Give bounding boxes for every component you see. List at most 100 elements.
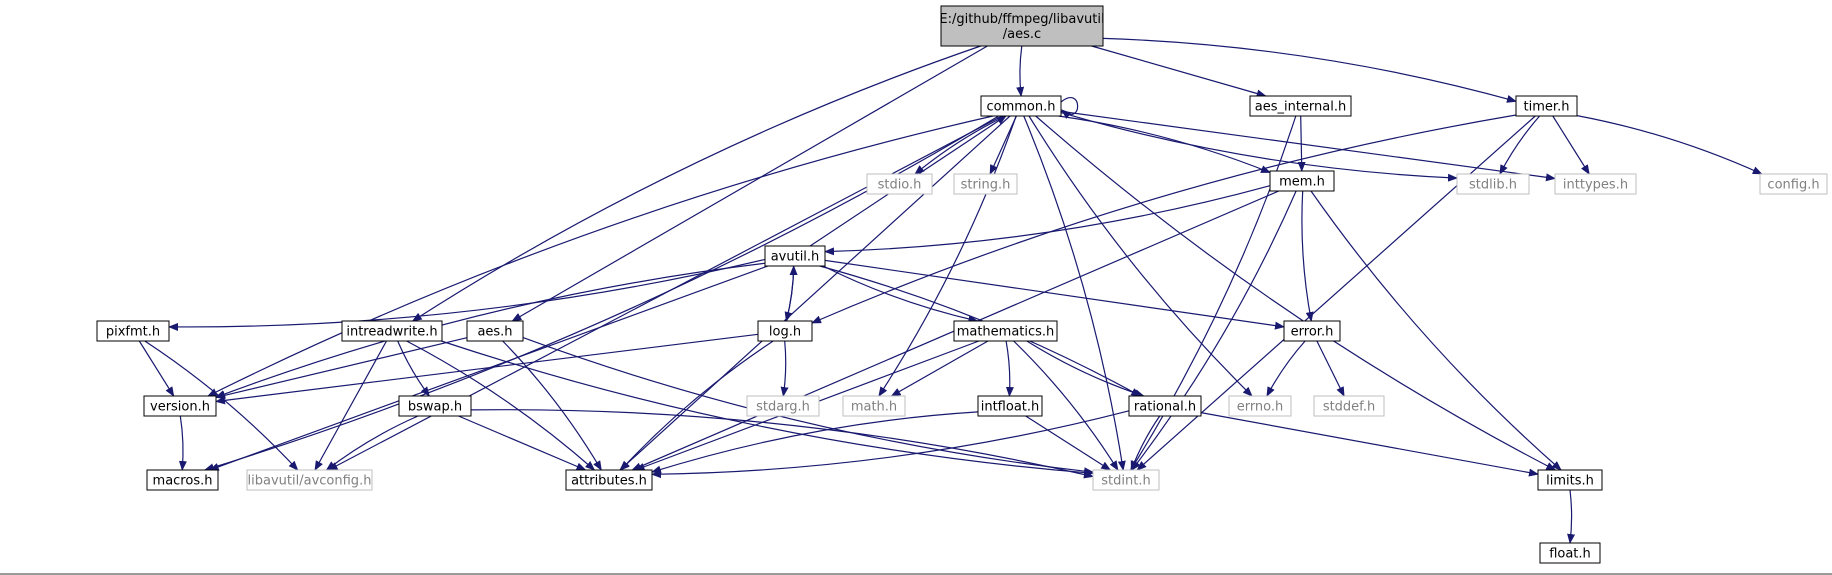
node-label: intreadwrite.h [346, 325, 437, 340]
edge-mem_h-to-error_h [1301, 190, 1314, 322]
edge-avutil_h-to-version_h [215, 262, 766, 398]
node-mem-h[interactable]: mem.h [1269, 170, 1335, 192]
node-box [466, 320, 524, 342]
bottom-divider [0, 573, 1832, 575]
node-bswap-h[interactable]: bswap.h [398, 395, 472, 417]
node-box [1283, 320, 1341, 342]
node-label: aes_internal.h [1255, 100, 1347, 115]
edge-mem_h-to-avutil_h [824, 185, 1271, 256]
edge-common_h-to-stdint_h [1023, 115, 1126, 471]
edge-intreadwrite_h-to-bswap_h [397, 340, 430, 397]
edge-avutil_h-to-mathematics_h [822, 265, 979, 323]
edge-mem_h-to-stdint_h [1131, 190, 1297, 471]
node-box [1456, 173, 1530, 195]
edge-intreadwrite_h-to-avconfig_h [314, 340, 388, 471]
edge-aes_internal_h-to-stdint_h [1130, 115, 1297, 471]
node-box [1249, 95, 1352, 117]
node-limits-h[interactable]: limits.h [1537, 469, 1603, 491]
edge-common_h-to-stdlib_h [1060, 112, 1458, 182]
node-box [1554, 173, 1637, 195]
node-box [565, 469, 653, 491]
edge-version_h-to-macros_h [178, 415, 187, 471]
node-pixfmt-h[interactable]: pixfmt.h [96, 320, 170, 342]
node-timer-h[interactable]: timer.h [1515, 95, 1578, 117]
edge-log_h-to-stdarg_h [780, 340, 789, 397]
edge-common_h-to-math_h [878, 115, 1017, 397]
node-box [341, 320, 443, 342]
node-version-h[interactable]: version.h [143, 395, 217, 417]
node-label: stddef.h [1323, 400, 1375, 415]
node-math-h: math.h [842, 395, 906, 417]
edge-log_h-to-attributes_h [620, 340, 774, 471]
nodes-layer: E:/github/ffmpeg/libavutil/aes.c common.h… [96, 5, 1828, 564]
edge-common_h-to-attributes_h [619, 115, 1011, 471]
edge-pixfmt_h-to-avconfig_h [144, 340, 299, 471]
edge-intfloat_h-to-stdint_h [1025, 415, 1112, 471]
node-aes-h[interactable]: aes.h [466, 320, 524, 342]
edge-intfloat_h-to-attributes_h [651, 411, 979, 474]
node-stdint-h: stdint.h [1092, 469, 1160, 491]
edge-aes_internal_h-to-mem_h [1297, 115, 1306, 172]
node-stddef-h: stddef.h [1313, 395, 1385, 417]
node-attributes-h[interactable]: attributes.h [565, 469, 653, 491]
edge-rational_h-to-stdint_h [1130, 415, 1161, 471]
node-label: limits.h [1546, 474, 1594, 489]
node-intreadwrite-h[interactable]: intreadwrite.h [341, 320, 443, 342]
node-label: E:/github/ffmpeg/libavutil [939, 12, 1104, 27]
node-aes-internal-h[interactable]: aes_internal.h [1249, 95, 1352, 117]
edge-timer_h-to-log_h [811, 114, 1517, 324]
node-label: stdio.h [878, 178, 922, 193]
edge-timer_h-to-config_h [1576, 115, 1763, 175]
node-string-h: string.h [953, 173, 1018, 195]
edge-mathematics_h-to-rational_h [1026, 340, 1145, 397]
edge-aes_h-to-version_h [215, 337, 468, 400]
node-label: mem.h [1279, 175, 1325, 190]
node-intfloat-h[interactable]: intfloat.h [977, 395, 1043, 417]
edge-error_h-to-errno_h [1266, 340, 1306, 397]
edge-avutil_h-to-pixfmt_h [168, 258, 766, 331]
node-box [1515, 95, 1578, 117]
node-stdarg-h: stdarg.h [746, 395, 820, 417]
edge-rational_h-to-attributes_h [651, 410, 1130, 479]
node-log-h[interactable]: log.h [757, 320, 813, 342]
edge-common_h-to-macros_h [203, 115, 999, 472]
node-label: math.h [851, 400, 897, 415]
node-box [1539, 542, 1601, 564]
node-box [398, 395, 472, 417]
node-label: macros.h [153, 474, 213, 489]
node-float-h[interactable]: float.h [1539, 542, 1601, 564]
edge-aes_h-to-attributes_h [502, 340, 602, 471]
node-avconfig-h: libavutil/avconfig.h [246, 469, 373, 491]
node-aes-c[interactable]: E:/github/ffmpeg/libavutil/aes.c [939, 5, 1105, 47]
node-label: config.h [1767, 178, 1819, 193]
node-label: inttypes.h [1563, 178, 1628, 193]
edge-common_h-to-version_h [207, 115, 994, 397]
edge-mathematics_h-to-stdint_h [1013, 340, 1119, 471]
node-error-h[interactable]: error.h [1283, 320, 1341, 342]
node-label: libavutil/avconfig.h [248, 474, 372, 489]
node-box [866, 173, 933, 195]
node-box [980, 95, 1062, 117]
node-macros-h[interactable]: macros.h [146, 469, 219, 491]
edge-common_h-to-inttypes_h [1060, 110, 1556, 182]
node-stdlib-h: stdlib.h [1456, 173, 1530, 195]
node-avutil-h[interactable]: avutil.h [764, 245, 826, 267]
node-common-h[interactable]: common.h [980, 95, 1062, 117]
node-label: string.h [961, 178, 1011, 193]
edge-aes_c-to-timer_h [1102, 37, 1517, 103]
node-label: attributes.h [571, 474, 647, 489]
node-box [977, 395, 1043, 417]
edge-aes_c-to-aes_internal_h [1091, 45, 1267, 98]
node-mathematics-h[interactable]: mathematics.h [953, 320, 1058, 342]
node-rational-h[interactable]: rational.h [1128, 395, 1202, 417]
edge-limits_h-to-float_h [1567, 489, 1576, 544]
node-label: stdarg.h [756, 400, 810, 415]
edge-common_h-to-errno_h [1028, 115, 1253, 397]
edge-bswap_h-to-attributes_h [458, 415, 587, 471]
edge-log_h-to-avutil_h [785, 265, 798, 322]
edge-rational_h-to-limits_h [1200, 412, 1539, 477]
edge-bswap_h-to-avconfig_h [325, 415, 419, 471]
node-box [940, 5, 1104, 47]
edge-timer_h-to-stdint_h [1136, 115, 1536, 471]
